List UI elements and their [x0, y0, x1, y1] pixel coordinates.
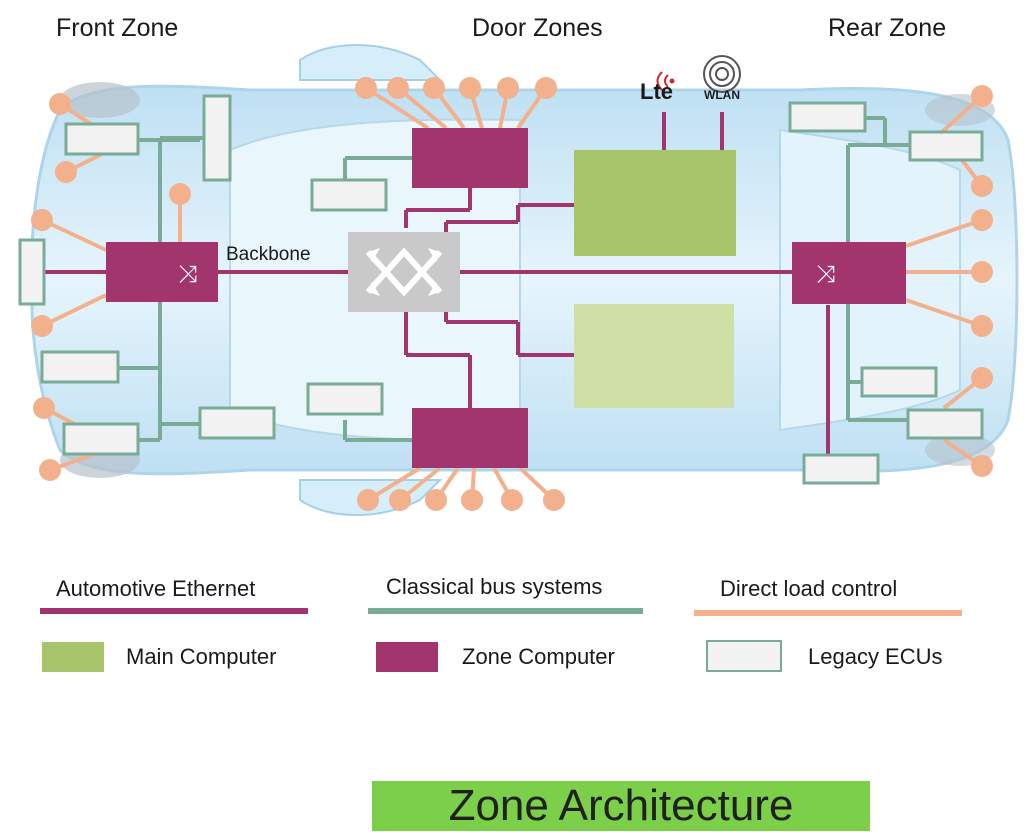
legend-zone-computer-label: Zone Computer	[462, 644, 615, 669]
backbone-switch	[348, 232, 460, 312]
wlan-icon: WLAN	[703, 55, 741, 102]
zone-computer-front: ⤨	[106, 242, 218, 302]
legend-direct-load-line	[694, 610, 962, 616]
svg-text:⤨: ⤨	[178, 260, 197, 288]
legend-direct-load-label: Direct load control	[720, 576, 898, 601]
legend-ethernet-line	[40, 608, 308, 614]
front-zone-label: Front Zone	[56, 14, 179, 42]
svg-text:Lte: Lte	[640, 79, 673, 104]
zone-computer-door-bottom	[412, 408, 528, 468]
legend-classical-bus-line	[368, 608, 643, 614]
legend-main-computer-swatch	[42, 642, 104, 672]
legend-classical-bus-label: Classical bus systems	[386, 574, 603, 599]
legend-legacy-ecu-swatch	[706, 640, 782, 672]
svg-text:WLAN: WLAN	[704, 88, 740, 102]
main-computer-secondary	[574, 304, 734, 408]
car-body	[30, 44, 1019, 516]
lte-icon: Lte	[640, 71, 675, 104]
legacy-ecu-boxes	[18, 94, 984, 485]
rear-zone-label: Rear Zone	[828, 14, 947, 42]
footer-title: Zone Architecture	[372, 781, 870, 831]
direct-load-endpoints	[31, 77, 993, 511]
zone-computer-door-top	[412, 128, 528, 188]
vehicle-network-diagram: ⤨ ⤨ Backbone Lte WL	[18, 44, 1019, 516]
legend-zone-computer-swatch	[376, 642, 438, 672]
svg-text:⤨: ⤨	[816, 260, 835, 288]
main-computer-primary	[574, 150, 736, 256]
legend-main-computer-label: Main Computer	[126, 644, 277, 669]
ethernet-lines	[44, 112, 830, 455]
legend-automotive-ethernet-label: Automotive Ethernet	[56, 576, 256, 601]
backbone-label: Backbone	[226, 244, 311, 265]
door-zones-label: Door Zones	[472, 14, 603, 42]
zone-computer-rear: ⤨	[792, 242, 906, 304]
legend-legacy-ecus-label: Legacy ECUs	[808, 644, 943, 669]
